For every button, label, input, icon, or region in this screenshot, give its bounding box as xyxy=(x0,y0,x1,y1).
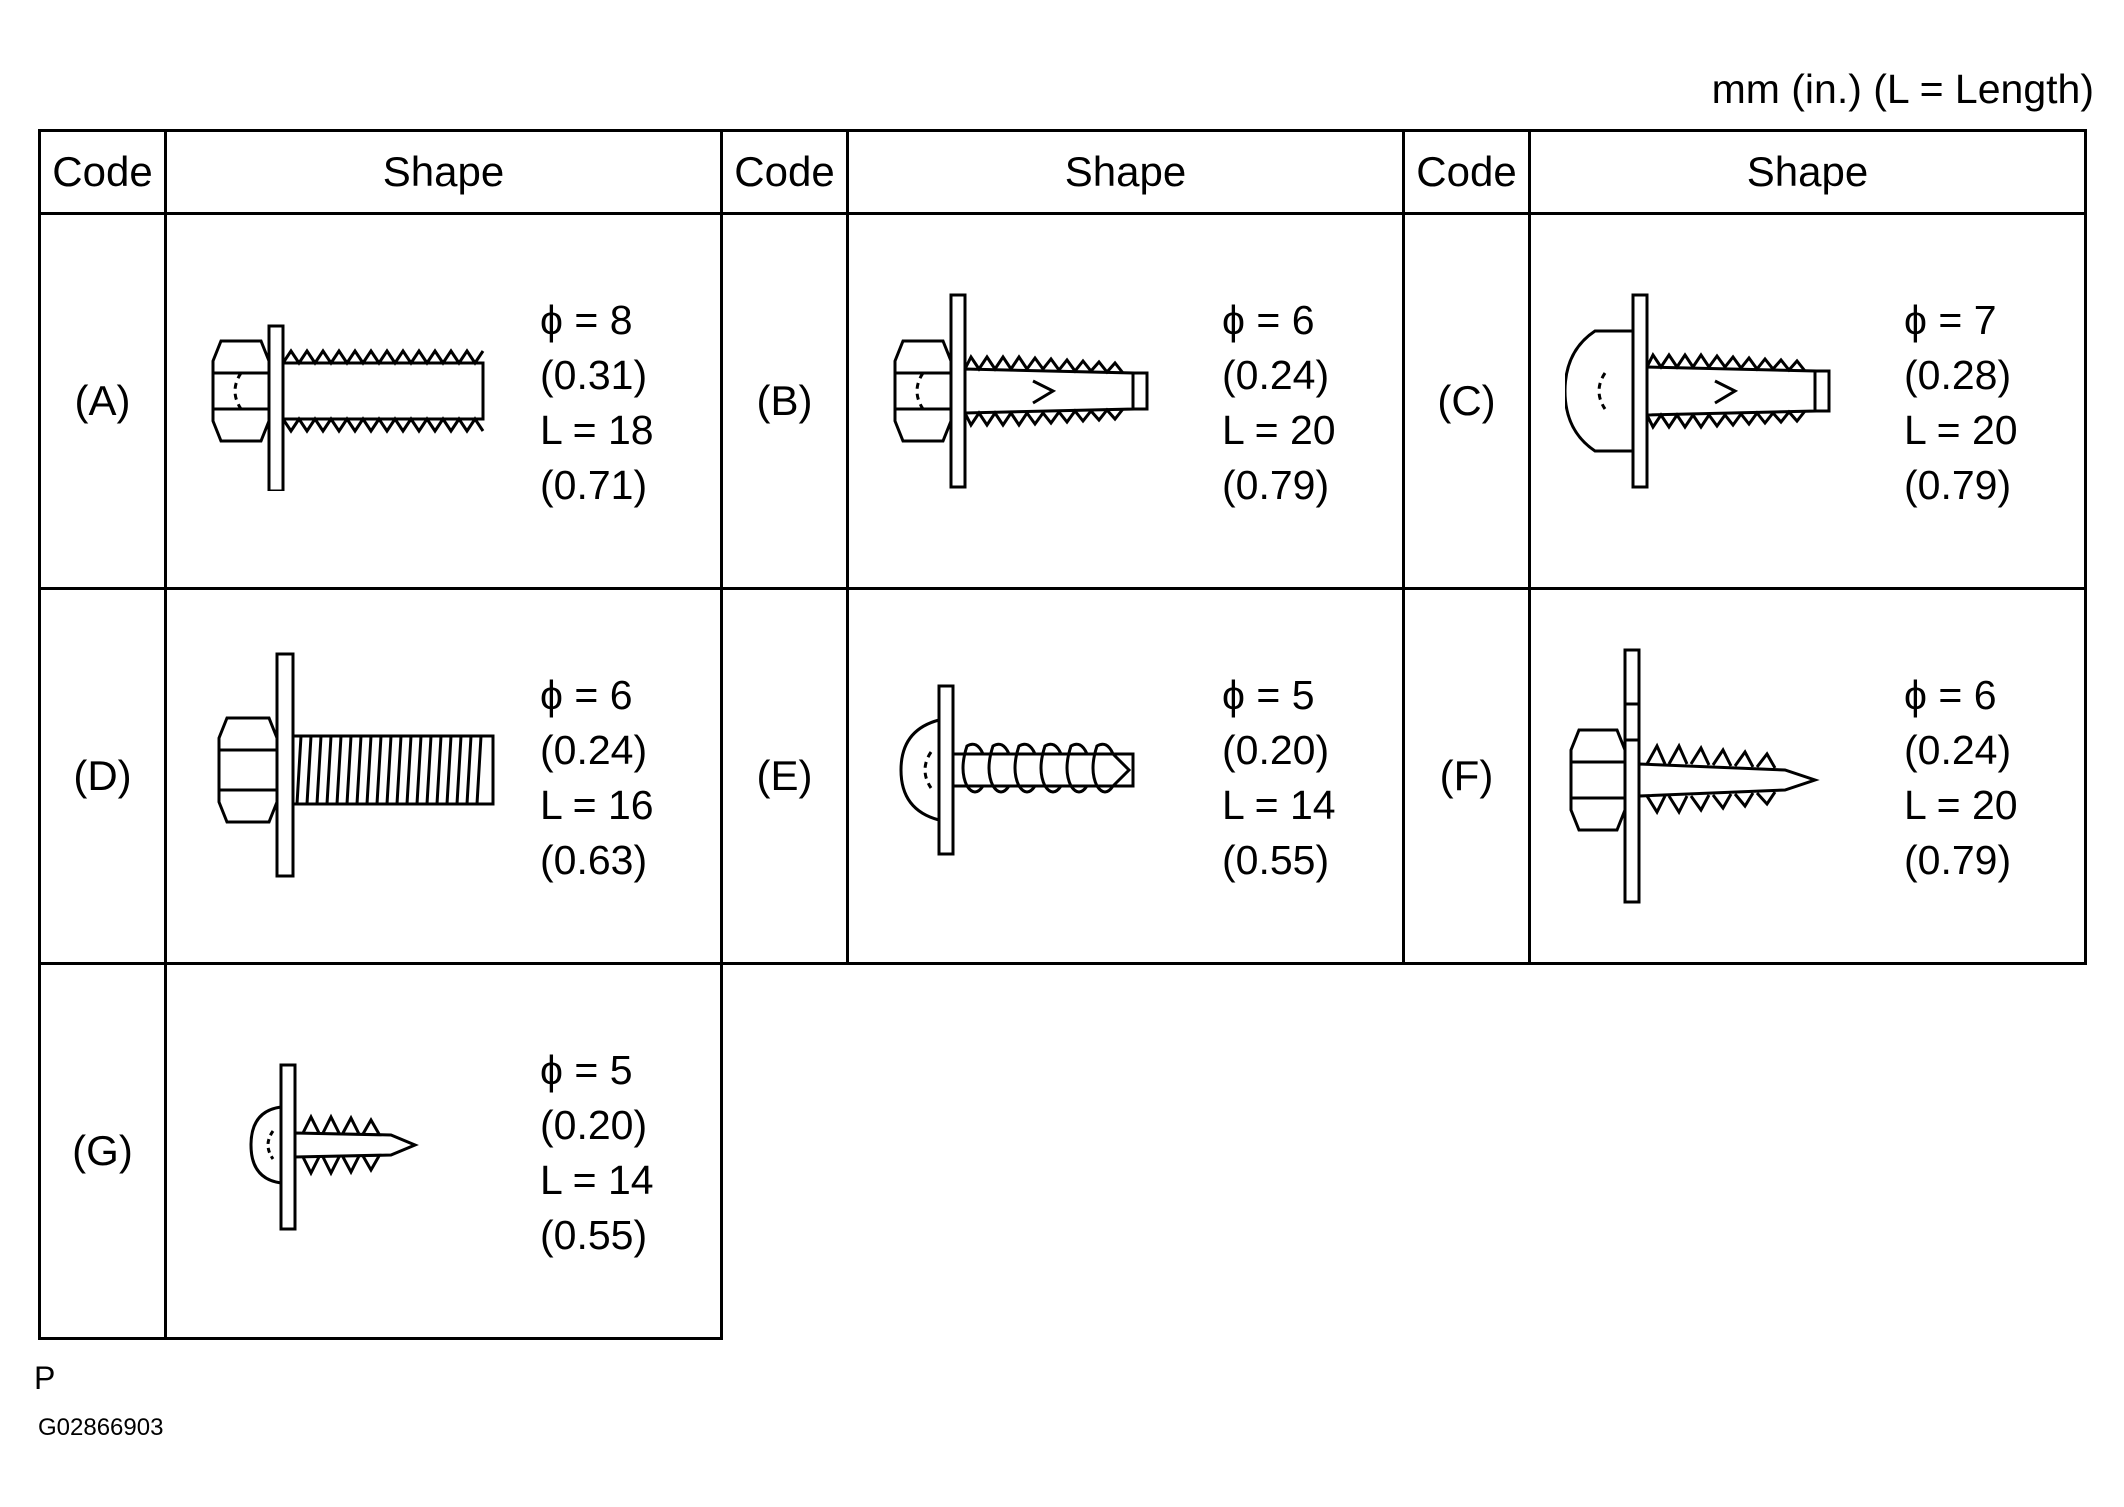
washer-pan-screw-icon xyxy=(1565,293,1831,489)
code-cell: (G) xyxy=(38,962,167,1340)
header-code: Code xyxy=(720,129,849,215)
diameter-inch: (0.20) xyxy=(540,1102,648,1148)
code-cell: (F) xyxy=(1402,587,1531,965)
header-code: Code xyxy=(1402,129,1531,215)
spec: ϕ = 6 (0.24) L = 20 (0.79) xyxy=(1904,668,2018,888)
spec: ϕ = 6 (0.24) L = 20 (0.79) xyxy=(1222,293,1336,513)
shape-cell: ϕ = 6 (0.24) L = 20 (0.79) xyxy=(1528,587,2087,965)
spec: ϕ = 6 (0.24) L = 16 (0.63) xyxy=(540,668,654,888)
length: L = 16 xyxy=(540,782,654,828)
shape-cell: ϕ = 5 (0.20) L = 14 (0.55) xyxy=(846,587,1405,965)
shape-cell: ϕ = 6 (0.24) L = 20 (0.79) xyxy=(846,212,1405,590)
empty-cell xyxy=(848,964,1404,1339)
code-cell: (E) xyxy=(720,587,849,965)
spec: ϕ = 5 (0.20) L = 14 (0.55) xyxy=(540,1043,654,1263)
diameter: ϕ = 6 xyxy=(1222,297,1315,343)
code-cell: (A) xyxy=(38,212,167,590)
bolt-table: Code Shape Code Shape Code Shape (A) xyxy=(38,129,2087,1340)
pan-wood-screw-icon xyxy=(249,1063,419,1231)
code-cell: (D) xyxy=(38,587,167,965)
spec: ϕ = 8 (0.31) L = 18 (0.71) xyxy=(540,293,654,513)
diameter-inch: (0.20) xyxy=(1222,727,1330,773)
length-inch: (0.79) xyxy=(1904,837,2012,883)
shape-cell: ϕ = 5 (0.20) L = 14 (0.55) xyxy=(164,962,723,1340)
washer-hex-screw-icon xyxy=(893,293,1149,489)
header-shape: Shape xyxy=(1528,129,2087,215)
diameter: ϕ = 5 xyxy=(1222,672,1315,718)
pan-tapping-screw-icon xyxy=(899,684,1135,856)
table-row: (D) ϕ = 6 (0.24) L = 16 (0.63) xyxy=(38,587,2087,965)
header-shape: Shape xyxy=(846,129,1405,215)
length: L = 20 xyxy=(1222,407,1336,453)
figure-id: G02866903 xyxy=(38,1414,164,1441)
length-inch: (0.55) xyxy=(540,1212,648,1258)
diameter-inch: (0.31) xyxy=(540,352,648,398)
header-row: Code Shape Code Shape Code Shape xyxy=(38,129,2087,215)
shape-cell: ϕ = 8 (0.31) L = 18 (0.71) xyxy=(164,212,723,590)
length: L = 20 xyxy=(1904,407,2018,453)
spec: ϕ = 5 (0.20) L = 14 (0.55) xyxy=(1222,668,1336,888)
footer-mark: P xyxy=(34,1360,56,1396)
diameter-inch: (0.24) xyxy=(1904,727,2012,773)
length: L = 14 xyxy=(1222,782,1336,828)
table-row: (G) ϕ = 5 (0.20) L = 14 xyxy=(38,962,2086,1340)
diameter-inch: (0.24) xyxy=(1222,352,1330,398)
header-code: Code xyxy=(38,129,167,215)
length: L = 20 xyxy=(1904,782,2018,828)
header-shape: Shape xyxy=(164,129,723,215)
spec: ϕ = 7 (0.28) L = 20 (0.79) xyxy=(1904,293,2018,513)
length-inch: (0.63) xyxy=(540,837,648,883)
length-inch: (0.79) xyxy=(1904,462,2012,508)
diameter: ϕ = 6 xyxy=(1904,672,1997,718)
units-note: mm (in.) (L = Length) xyxy=(1711,66,2094,112)
table-row: (A) ϕ = 8 (0.31) L xyxy=(38,212,2087,590)
code-cell: (C) xyxy=(1402,212,1531,590)
diameter: ϕ = 6 xyxy=(540,672,633,718)
flange-bolt-icon xyxy=(211,324,485,491)
hex-tapping-screw-icon xyxy=(1569,648,1820,904)
shape-cell: ϕ = 7 (0.28) L = 20 (0.79) xyxy=(1528,212,2087,590)
length-inch: (0.79) xyxy=(1222,462,1330,508)
length-inch: (0.55) xyxy=(1222,837,1330,883)
empty-cell xyxy=(1404,964,1530,1339)
length-inch: (0.71) xyxy=(540,462,648,508)
shape-cell: ϕ = 6 (0.24) L = 16 (0.63) xyxy=(164,587,723,965)
washer-hex-bolt-icon xyxy=(217,652,495,878)
length: L = 14 xyxy=(540,1157,654,1203)
diameter: ϕ = 5 xyxy=(540,1047,633,1093)
code-cell: (B) xyxy=(720,212,849,590)
diameter: ϕ = 7 xyxy=(1904,297,1997,343)
diameter-inch: (0.28) xyxy=(1904,352,2012,398)
length: L = 18 xyxy=(540,407,654,453)
diameter: ϕ = 8 xyxy=(540,297,633,343)
empty-cell xyxy=(1530,964,2086,1339)
diameter-inch: (0.24) xyxy=(540,727,648,773)
empty-cell xyxy=(722,964,848,1339)
